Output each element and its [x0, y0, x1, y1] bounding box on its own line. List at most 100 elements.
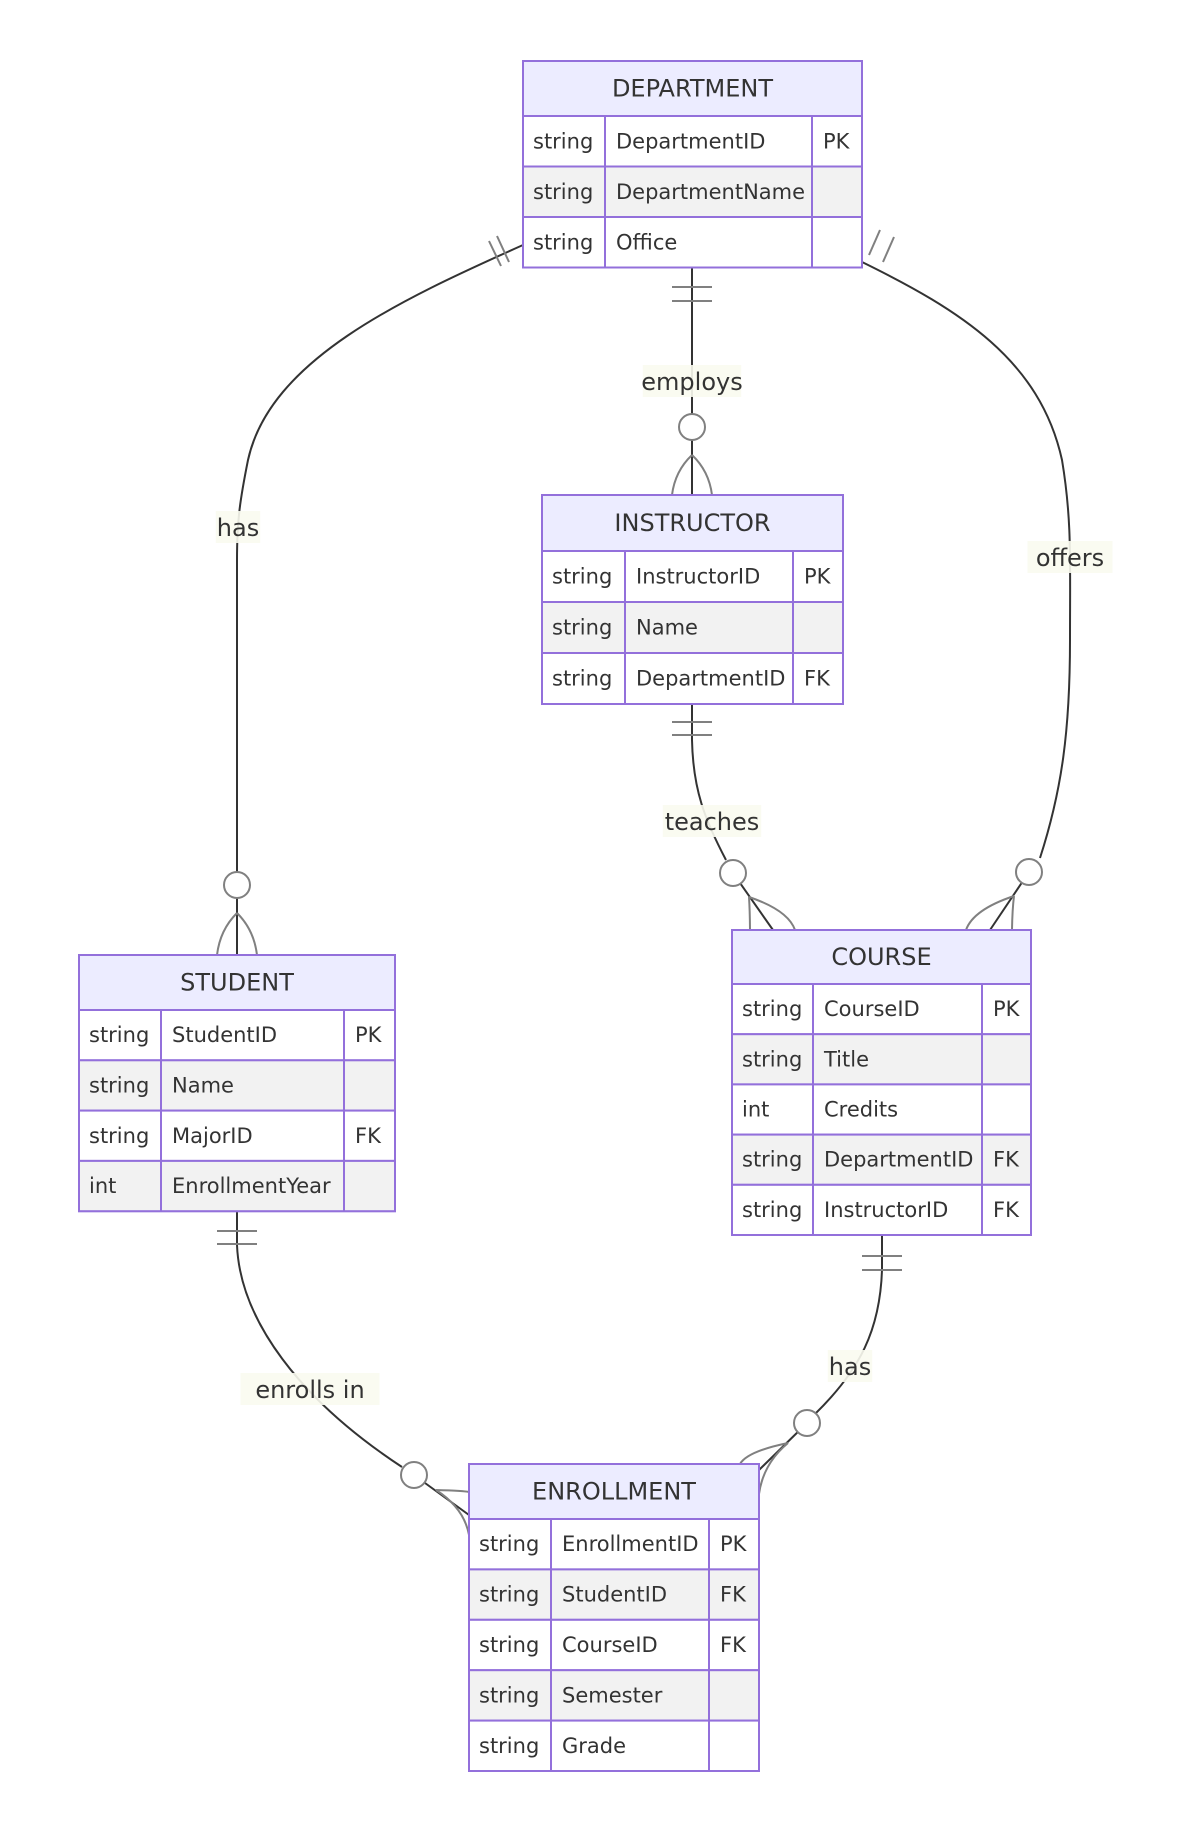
attribute-type: string: [89, 1023, 149, 1047]
attribute-row-bg: [522, 165, 863, 218]
zero-or-more-marker-icon: [965, 858, 1043, 931]
attribute-row-bg: [468, 1618, 760, 1672]
attribute-name: InstructorID: [636, 565, 760, 589]
attribute-row: string Office: [522, 216, 863, 269]
attribute-key: FK: [720, 1633, 747, 1657]
attribute-name: CourseID: [824, 997, 920, 1021]
relationship-line[interactable]: [236, 244, 524, 872]
attribute-name: DepartmentName: [616, 180, 805, 204]
entity-title: STUDENT: [180, 969, 294, 997]
zero-or-more-marker-icon: [216, 871, 258, 956]
attribute-row: string CourseID FK: [468, 1618, 760, 1672]
exactly-one-marker-icon: [488, 235, 510, 267]
attribute-name: StudentID: [172, 1023, 277, 1047]
attribute-type: string: [552, 565, 612, 589]
entity-header: [468, 1463, 760, 1520]
attribute-type: string: [89, 1124, 149, 1148]
attribute-type: string: [479, 1683, 539, 1707]
attribute-type: string: [89, 1073, 149, 1097]
attribute-row: string DepartmentID PK: [522, 115, 863, 168]
relationship-label-text: offers: [1036, 544, 1104, 572]
attribute-type: string: [742, 1198, 802, 1222]
attribute-row: string InstructorID PK: [541, 550, 844, 603]
relationship-instructor-course[interactable]: [672, 705, 796, 931]
attribute-row-bg: [78, 1109, 396, 1162]
attribute-key: PK: [720, 1532, 748, 1556]
attribute-row-bg: [468, 1568, 760, 1621]
attribute-type: string: [742, 1148, 802, 1172]
attribute-key: FK: [720, 1583, 747, 1607]
relationship-label: offers: [1027, 541, 1113, 573]
attribute-row-bg: [468, 1518, 760, 1571]
attribute-type: int: [89, 1174, 116, 1198]
attribute-name: Office: [616, 230, 677, 254]
exactly-one-marker-icon: [672, 286, 712, 302]
relationship-label-text: enrolls in: [255, 1376, 364, 1404]
relationship-dept-course[interactable]: [861, 229, 1072, 931]
attribute-row: string StudentID FK: [468, 1568, 760, 1621]
attribute-row: string DepartmentID FK: [731, 1133, 1032, 1186]
attribute-name: InstructorID: [824, 1198, 948, 1222]
attribute-name: Name: [636, 616, 698, 640]
relationship-line[interactable]: [691, 705, 727, 861]
entity-title: DEPARTMENT: [612, 75, 773, 103]
exactly-one-marker-icon: [217, 1230, 257, 1245]
attribute-type: string: [479, 1532, 539, 1556]
relationship-dept-student[interactable]: [216, 235, 524, 956]
relationship-label-text: has: [829, 1353, 871, 1381]
relationship-line[interactable]: [861, 261, 1072, 859]
relationship-label-text: has: [217, 514, 259, 542]
attribute-type: string: [533, 230, 593, 254]
attribute-key: FK: [993, 1148, 1020, 1172]
attribute-row-bg: [522, 216, 863, 269]
attribute-key: PK: [804, 565, 832, 589]
attribute-row-bg: [78, 1159, 396, 1213]
attribute-row: string InstructorID FK: [731, 1183, 1032, 1237]
attribute-name: CourseID: [562, 1633, 658, 1657]
relationship-label: has: [827, 1350, 873, 1382]
attribute-type: string: [742, 1047, 802, 1071]
zero-or-more-marker-icon: [671, 413, 713, 496]
relationship-line[interactable]: [814, 1235, 883, 1415]
relationship-course-enrollment[interactable]: [739, 1235, 902, 1495]
relationship-student-enrollment[interactable]: [217, 1211, 470, 1536]
attribute-type: string: [479, 1583, 539, 1607]
attribute-key: PK: [355, 1023, 383, 1047]
exactly-one-marker-icon: [672, 721, 712, 736]
attribute-name: DepartmentID: [824, 1148, 973, 1172]
attribute-name: Grade: [562, 1734, 626, 1758]
attribute-name: DepartmentID: [636, 667, 785, 691]
label-layer: has employs offers teaches enrolls in has: [215, 365, 1113, 1405]
attribute-name: StudentID: [562, 1583, 667, 1607]
attribute-key: PK: [823, 129, 851, 153]
relationship-line[interactable]: [236, 1211, 403, 1468]
relationship-layer: [216, 229, 1072, 1536]
attribute-type: string: [479, 1633, 539, 1657]
exactly-one-marker-icon: [862, 1255, 902, 1271]
attribute-row-bg: [78, 1059, 396, 1112]
attribute-type: string: [533, 129, 593, 153]
attribute-key: FK: [355, 1124, 382, 1148]
relationship-label-text: employs: [641, 368, 742, 396]
attribute-name: DepartmentID: [616, 129, 765, 153]
attribute-type: string: [552, 616, 612, 640]
attribute-key: FK: [993, 1198, 1020, 1222]
relationship-label-text: teaches: [665, 808, 760, 836]
relationship-label: teaches: [662, 805, 762, 837]
attribute-row: string Name: [541, 601, 844, 654]
attribute-name: MajorID: [172, 1124, 253, 1148]
